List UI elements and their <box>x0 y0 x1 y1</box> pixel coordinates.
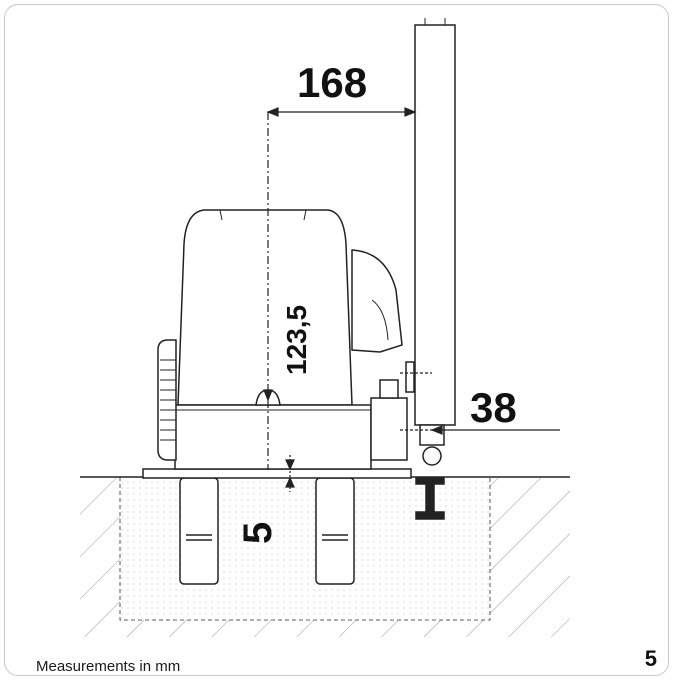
anchor-leg-right <box>315 477 355 585</box>
figure-frame <box>4 4 669 676</box>
anchor-leg-left <box>179 477 219 585</box>
figure-caption: Measurements in mm <box>36 658 181 675</box>
dim-38-label: 38 <box>470 384 517 431</box>
anchor-legs <box>179 477 355 585</box>
gate-leaf <box>414 24 456 426</box>
motor-lower-housing <box>174 404 372 470</box>
base-plate <box>142 468 412 479</box>
dimension-lines <box>263 107 560 492</box>
figure-number: 5 <box>644 646 657 671</box>
pinion-shaft <box>405 361 415 393</box>
gate-post <box>414 18 456 520</box>
gate-wheel <box>422 446 442 466</box>
dim-5-label: 5 <box>236 522 280 544</box>
rear-bracket <box>351 249 403 353</box>
pinion-housing <box>370 397 408 461</box>
motor-body <box>157 209 415 470</box>
dim-123-5-label: 123,5 <box>281 305 312 375</box>
dim-168-label: 168 <box>297 59 367 106</box>
rail-i-beam <box>415 477 445 520</box>
motor-cover <box>177 209 353 406</box>
